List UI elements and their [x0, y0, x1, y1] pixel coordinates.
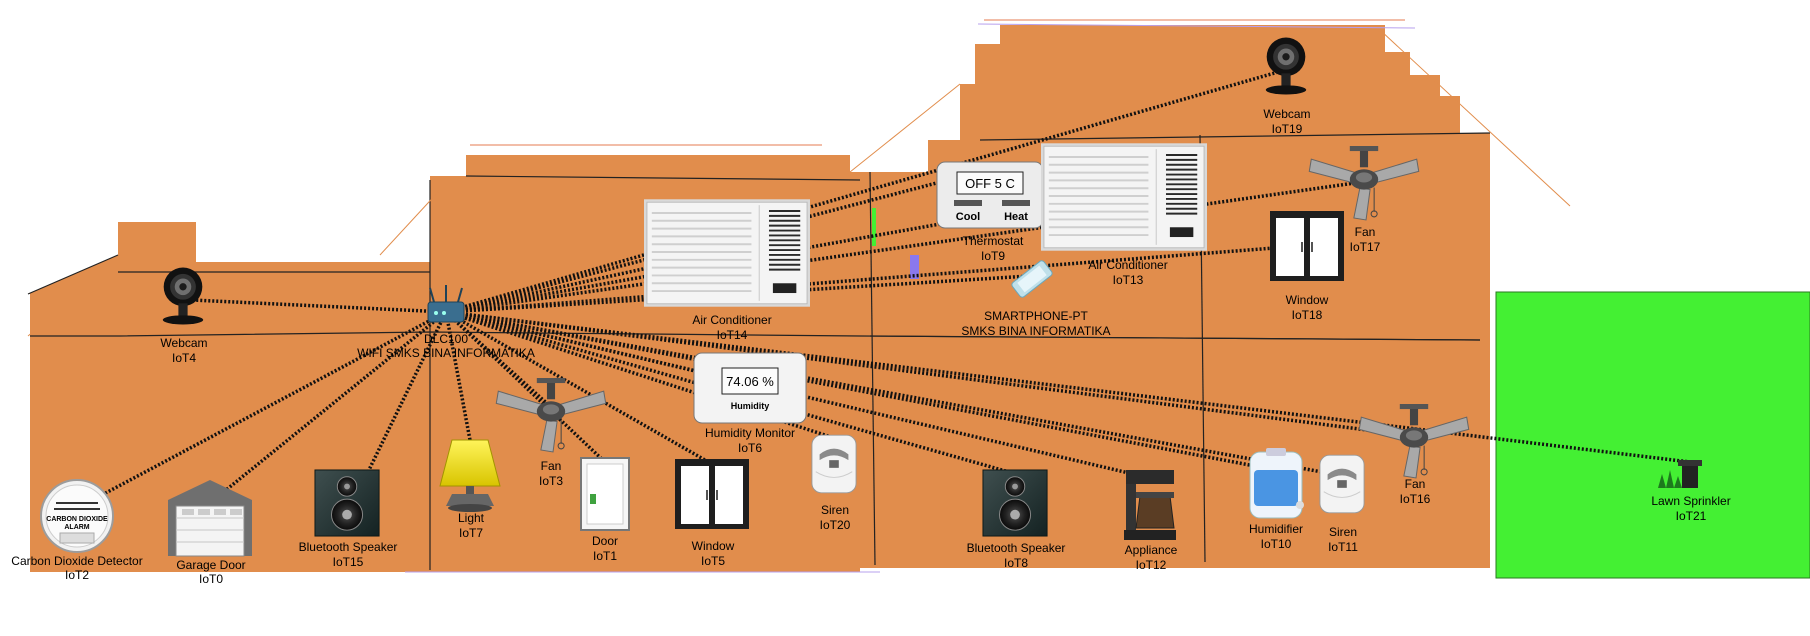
device-name: Garage Door [176, 558, 245, 572]
device-tag: IoT10 [1261, 537, 1292, 551]
device-tag: IoT3 [539, 474, 563, 488]
device-name: Webcam [160, 336, 207, 350]
lamp-icon [440, 440, 500, 512]
house-floorplan [28, 20, 1810, 578]
device-name: Light [458, 511, 485, 525]
device-tag: IoT18 [1292, 308, 1323, 322]
device-name: SMARTPHONE-PT [984, 309, 1088, 323]
thermostat-icon: OFF 5 C Cool Heat [937, 162, 1043, 228]
humidity-readout: 74.06 % [726, 374, 774, 389]
humidity-monitor-icon: 74.06 % Humidity [694, 353, 806, 423]
device-name: Bluetooth Speaker [967, 541, 1066, 555]
device-tag: IoT0 [199, 572, 223, 586]
humidity-caption: Humidity [731, 401, 770, 411]
air-conditioner-icon [644, 199, 810, 306]
device-subtitle: SMKS BINA INFORMATIKA [961, 324, 1110, 338]
siren-icon [1320, 455, 1364, 513]
device-name: Humidifier [1249, 522, 1303, 536]
device-humidity-monitor[interactable]: 74.06 % Humidity Humidity Monitor IoT6 [694, 353, 806, 455]
device-tag: IoT1 [593, 549, 617, 563]
humidifier-icon [1250, 448, 1304, 518]
svg-text:CARBON DIOXIDE: CARBON DIOXIDE [46, 516, 108, 523]
window-icon [1270, 211, 1344, 281]
device-tag: IoT8 [1004, 556, 1028, 570]
co2-detector-icon: CARBON DIOXIDE ALARM [41, 480, 113, 552]
device-name: Fan [1355, 225, 1376, 239]
device-tag: IoT6 [738, 441, 762, 455]
device-name: Siren [821, 503, 849, 517]
device-tag: IoT2 [65, 568, 89, 582]
cool-button: Cool [956, 211, 980, 223]
device-name: Carbon Dioxide Detector [11, 554, 142, 568]
device-name: DLC100 [424, 332, 468, 346]
device-name: Air Conditioner [1088, 258, 1167, 272]
device-tag: IoT11 [1328, 540, 1358, 554]
svg-text:ALARM: ALARM [64, 524, 89, 531]
siren-icon [812, 435, 856, 493]
device-name: Door [592, 534, 618, 548]
device-tag: IoT7 [459, 526, 483, 540]
device-tag: IoT16 [1400, 492, 1431, 506]
wall-marker [872, 208, 876, 246]
speaker-icon [983, 470, 1047, 536]
device-tag: IoT12 [1136, 558, 1167, 572]
device-tag: IoT19 [1272, 122, 1303, 136]
device-subtitle: WIFI SMKS BINA INFORMATIKA [357, 346, 535, 360]
device-tag: IoT4 [172, 351, 196, 365]
heat-button: Heat [1004, 211, 1028, 223]
device-tag: IoT5 [701, 554, 725, 568]
device-name: Thermostat [963, 234, 1024, 248]
device-humidifier[interactable]: Humidifier IoT10 [1249, 448, 1304, 551]
device-name: Bluetooth Speaker [299, 540, 398, 554]
device-name: Window [692, 539, 735, 553]
device-tag: IoT13 [1113, 273, 1144, 287]
door-icon [581, 458, 629, 530]
device-name: Window [1286, 293, 1329, 307]
device-name: Webcam [1263, 107, 1310, 121]
device-tag: IoT20 [820, 518, 851, 532]
device-tag: IoT21 [1676, 509, 1707, 523]
device-name: Fan [1405, 477, 1426, 491]
device-name: Humidity Monitor [705, 426, 795, 440]
air-conditioner-icon [1041, 143, 1207, 250]
device-tag: IoT9 [981, 249, 1005, 263]
device-name: Appliance [1125, 543, 1178, 557]
device-garage-door[interactable]: Garage Door IoT0 [168, 480, 252, 586]
device-name: Lawn Sprinkler [1651, 494, 1730, 508]
speaker-icon [315, 470, 379, 536]
device-tag: IoT17 [1350, 240, 1381, 254]
device-name: Siren [1329, 525, 1357, 539]
lawn-area [1496, 292, 1810, 578]
device-tag: IoT15 [333, 555, 364, 569]
window-icon [675, 459, 749, 529]
device-tag: IoT14 [717, 328, 748, 342]
thermostat-readout: OFF 5 C [965, 176, 1015, 191]
device-name: Fan [541, 459, 562, 473]
device-name: Air Conditioner [692, 313, 771, 327]
